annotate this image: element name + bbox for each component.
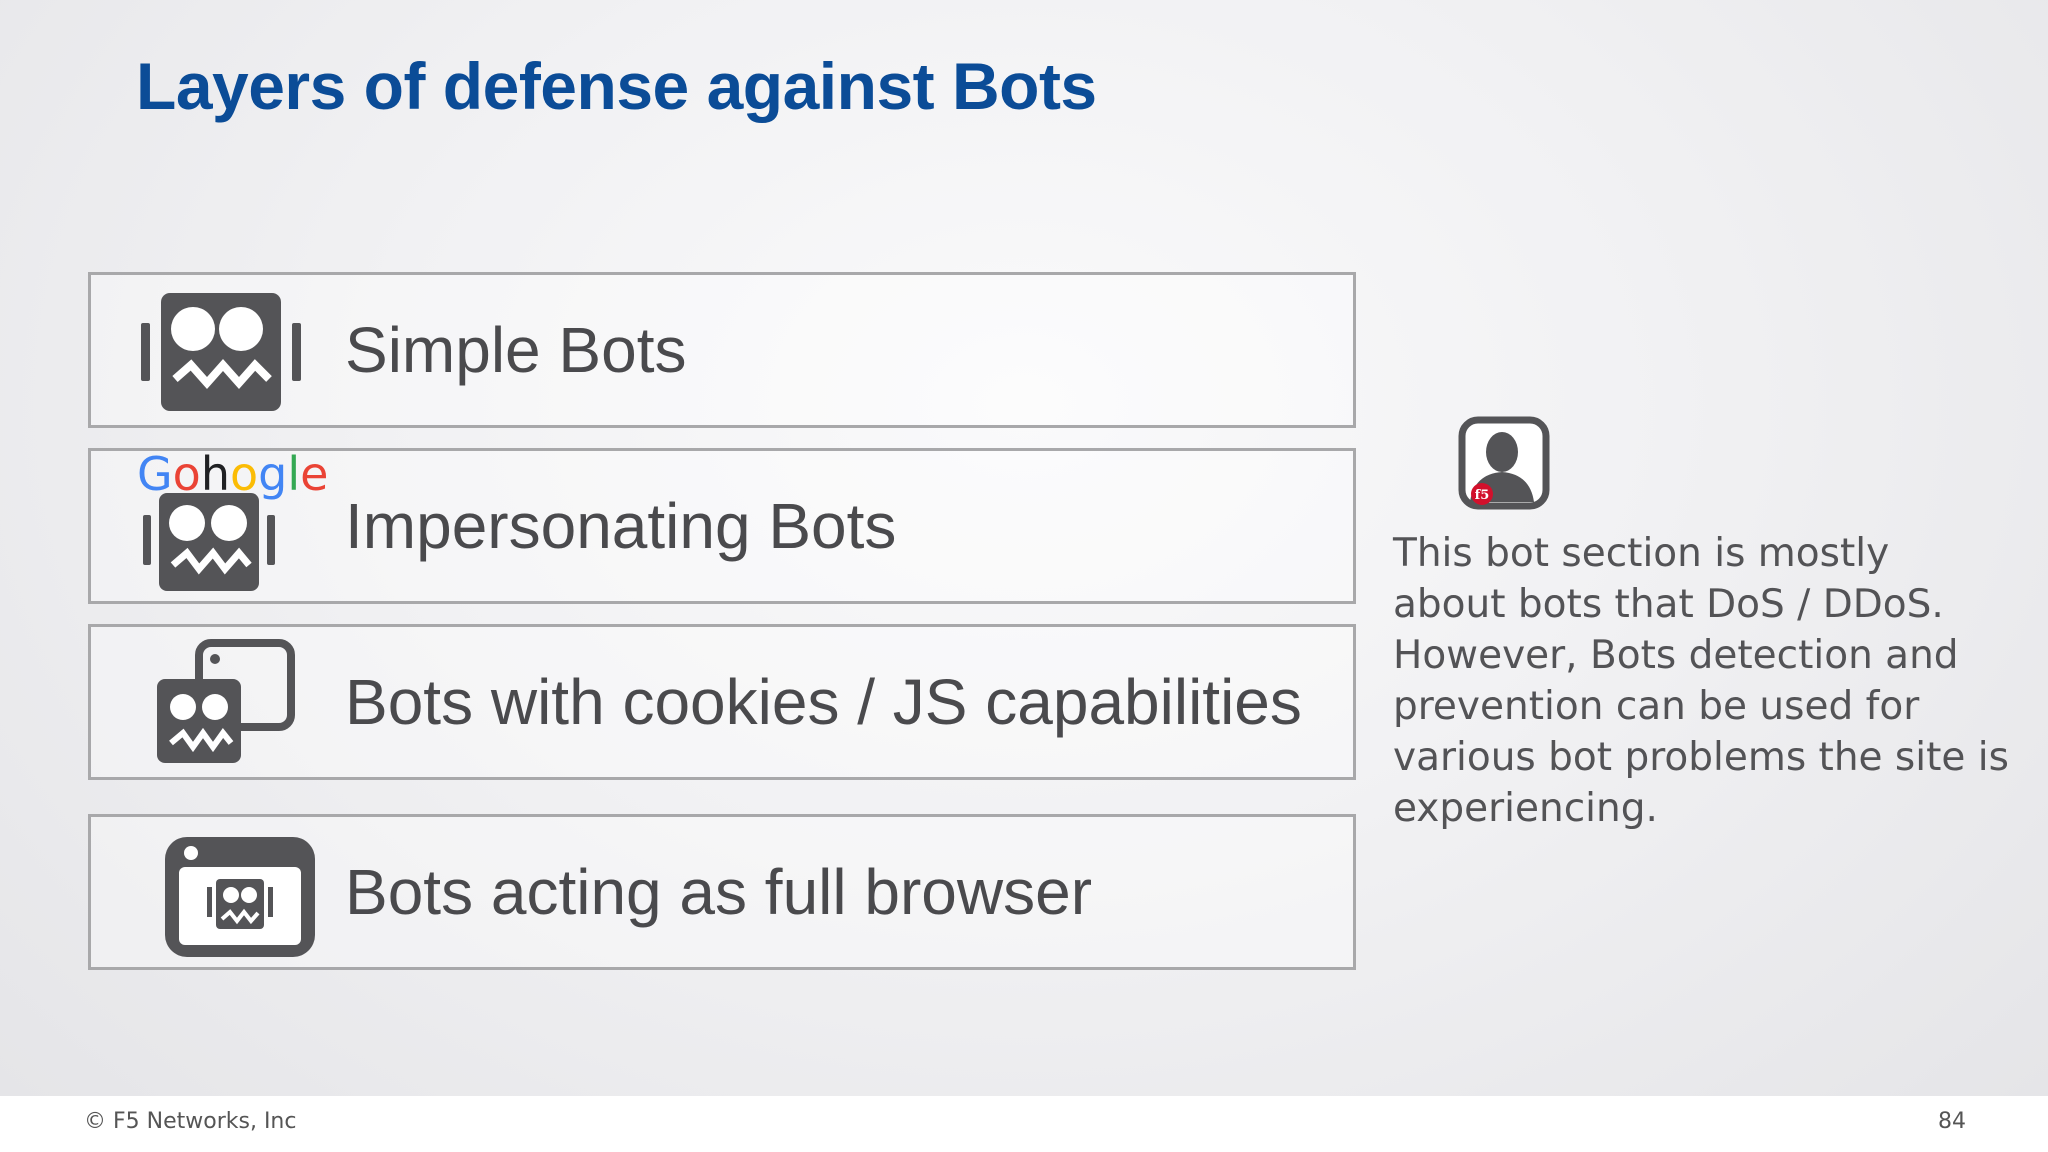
google-letter: h [200, 447, 230, 501]
layer-label: Impersonating Bots [345, 490, 897, 562]
page-number: 84 [1938, 1109, 1966, 1134]
presenter-avatar-icon: f5 [1458, 416, 1550, 510]
f5-badge-text: f5 [1475, 488, 1490, 503]
google-letter: o [172, 447, 201, 501]
robot-window-icon [157, 639, 295, 763]
layer-label: Bots with cookies / JS capabilities [345, 666, 1302, 738]
robot-icon [141, 293, 301, 411]
robot-icon [143, 493, 275, 591]
layer-bots-cookies-js: Bots with cookies / JS capabilities [88, 624, 1356, 780]
google-brand-text: Gohogle [137, 447, 328, 501]
copyright-text: © F5 Networks, Inc [84, 1109, 297, 1134]
google-letter: l [287, 447, 301, 501]
layer-label: Simple Bots [345, 314, 687, 386]
layer-label: Bots acting as full browser [345, 856, 1092, 928]
side-note: This bot section is mostly about bots th… [1393, 531, 2009, 831]
google-letter: G [137, 447, 173, 501]
google-letter: g [258, 447, 288, 501]
layer-simple-bots: Simple Bots [88, 272, 1356, 428]
slide-title: Layers of defense against Bots [136, 49, 1097, 123]
browser-robot-icon [165, 837, 315, 957]
layer-impersonating-bots: Gohogle Impersonating Bots [88, 447, 1356, 604]
layer-full-browser-bots: Bots acting as full browser [88, 814, 1356, 970]
google-letter: o [229, 447, 259, 501]
google-letter: e [300, 447, 329, 501]
slide-footer: © F5 Networks, Inc 84 [0, 1096, 2048, 1152]
